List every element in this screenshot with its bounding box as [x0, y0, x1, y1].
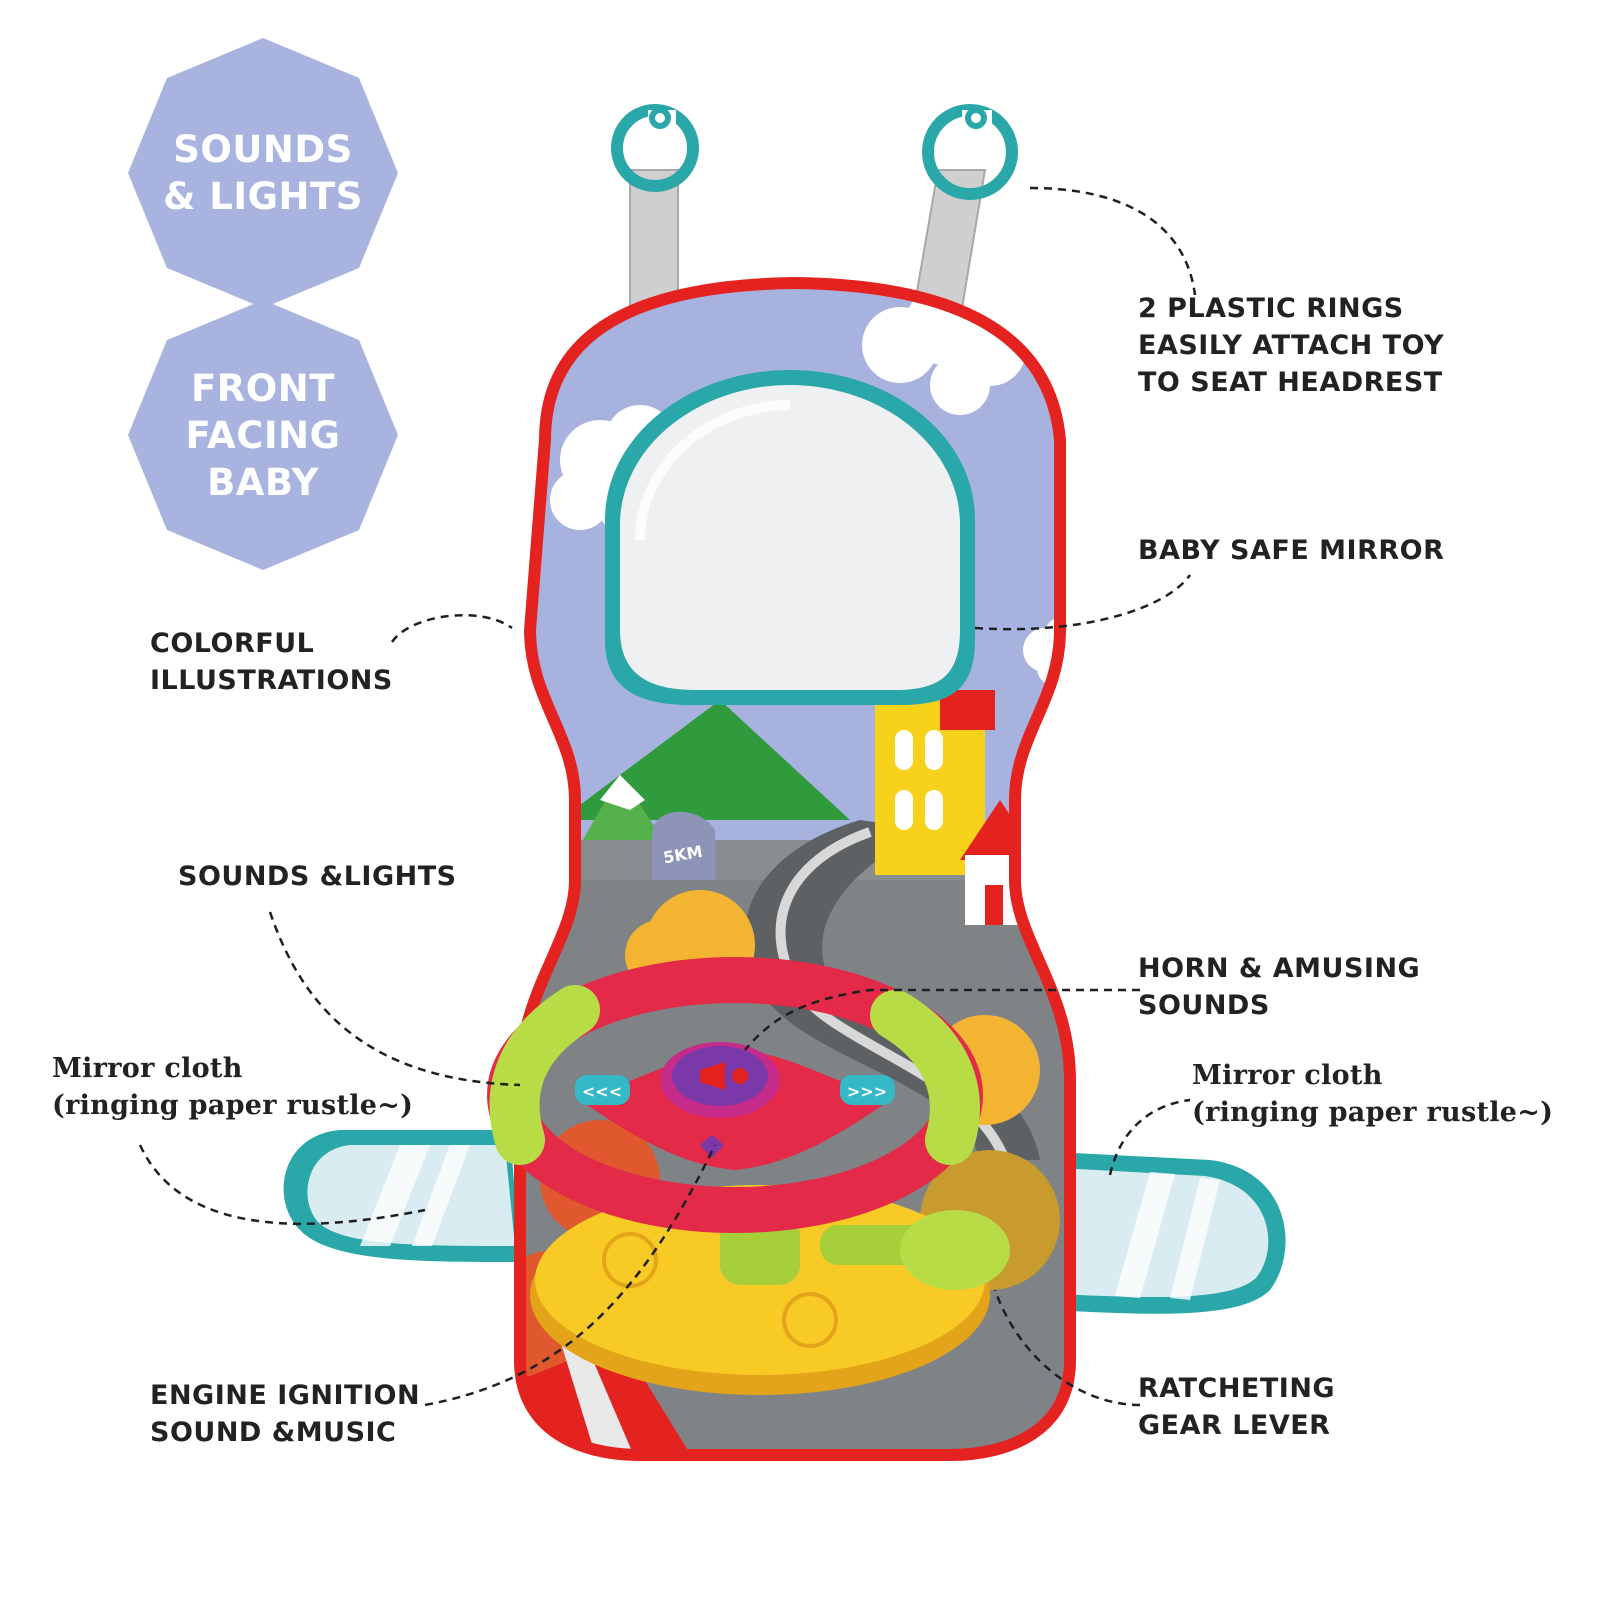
- leader-sounds-lights: [268, 911, 521, 1087]
- mirror-callout: BABY SAFE MIRROR: [1138, 535, 1445, 566]
- leader-illustrations: [390, 614, 513, 643]
- baby-safe-mirror: [605, 370, 975, 705]
- horn-callout: HORN & AMUSING SOUNDS: [1138, 953, 1421, 1021]
- sounds-lights-callout: SOUNDS &LIGHTS: [178, 861, 457, 892]
- front-facing-badge: FRONT FACING BABY: [128, 300, 398, 570]
- plastic-rings-callout: 2 PLASTIC RINGS EASILY ATTACH TOY TO SEA…: [1138, 293, 1445, 398]
- leader-horn: [744, 988, 1140, 1051]
- ring-right-icon: [922, 104, 1018, 200]
- mirror-cloth-left-callout: Mirror cloth (ringing paper rustle~): [52, 1053, 414, 1121]
- leader-mirror-cloth-right: [1108, 1098, 1191, 1176]
- front-facing-badge-text: FRONT FACING BABY: [185, 366, 341, 504]
- sounds-lights-badge-text: SOUNDS & LIGHTS: [163, 128, 363, 218]
- leader-mirror-cloth-left: [138, 1144, 426, 1226]
- gear-callout: RATCHETING GEAR LEVER: [1138, 1373, 1336, 1441]
- right-arrow-button-icon: >>>: [840, 1075, 895, 1105]
- sounds-lights-badge: SOUNDS & LIGHTS: [128, 38, 398, 308]
- leader-mirror: [974, 574, 1192, 631]
- ignition-button-icon: [700, 1135, 724, 1158]
- engine-callout: ENGINE IGNITION SOUND &MUSIC: [150, 1380, 421, 1448]
- leader-gear: [993, 1289, 1141, 1407]
- mirror-cloth-left: [283, 1130, 520, 1262]
- svg-text:>>>: >>>: [847, 1082, 887, 1101]
- yellow-house-icon: [875, 690, 995, 875]
- mirror-cloth-right: [1050, 1152, 1286, 1314]
- svg-text:<<<: <<<: [582, 1082, 622, 1101]
- mirror-cloth-right-callout: Mirror cloth (ringing paper rustle~): [1192, 1060, 1554, 1128]
- leader-rings: [1029, 186, 1197, 296]
- milestone-sign-icon: 5KM: [652, 811, 715, 880]
- illustrations-callout: COLORFUL ILLUSTRATIONS: [150, 628, 393, 696]
- ring-left-icon: [611, 104, 699, 192]
- horn-button-icon: [660, 1042, 780, 1118]
- leader-engine: [424, 1144, 717, 1407]
- gear-lever: [820, 1210, 1010, 1290]
- left-arrow-button-icon: <<<: [575, 1075, 630, 1105]
- steering-wheel: <<< >>>: [487, 957, 983, 1233]
